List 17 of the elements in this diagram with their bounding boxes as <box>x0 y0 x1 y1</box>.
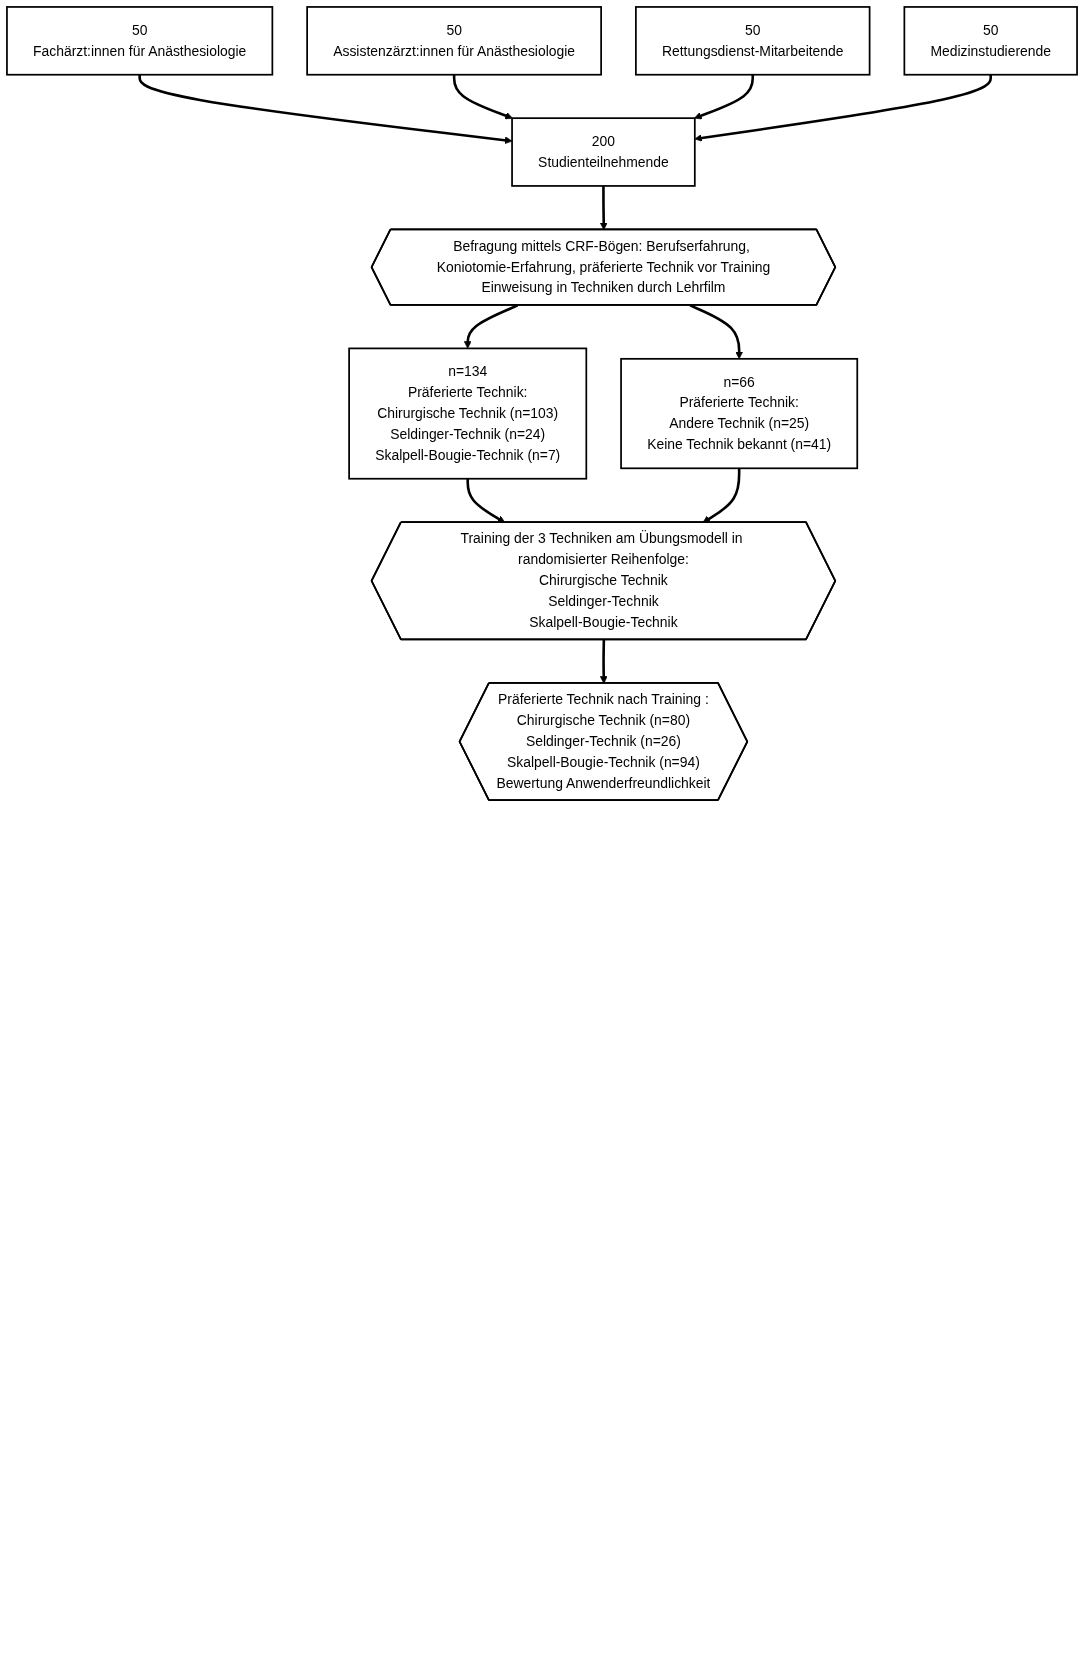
node-box: n=134 Präferierte Technik: Chirurgische Technik (n=103) Seldinger-Technik (n=24) Skalpell-Bougie-Technik (n=7) <box>348 347 588 480</box>
node-box: 200 Studienteilnehmende <box>511 117 696 187</box>
arrow <box>466 478 506 523</box>
arrow <box>694 74 992 142</box>
arrow <box>138 74 513 145</box>
node-box: 50 Fachärzt:innen für Anästhesiologie <box>6 6 274 76</box>
node-box: 50 Medizinstudierende <box>903 6 1078 76</box>
arrow <box>599 185 608 231</box>
arrow <box>463 304 519 349</box>
arrow <box>702 468 741 523</box>
node-box: 50 Rettungsdienst-Mitarbeitende <box>635 6 871 76</box>
arrow <box>689 304 743 360</box>
node-box: 50 Assistenzärzt:innen für Anästhesiologie <box>306 6 602 76</box>
arrow <box>694 74 755 120</box>
arrow <box>599 639 608 684</box>
arrow <box>452 74 513 120</box>
node-box: n=66 Präferierte Technik: Andere Technik (n=25) Keine Technik bekannt (n=41) <box>620 357 859 470</box>
